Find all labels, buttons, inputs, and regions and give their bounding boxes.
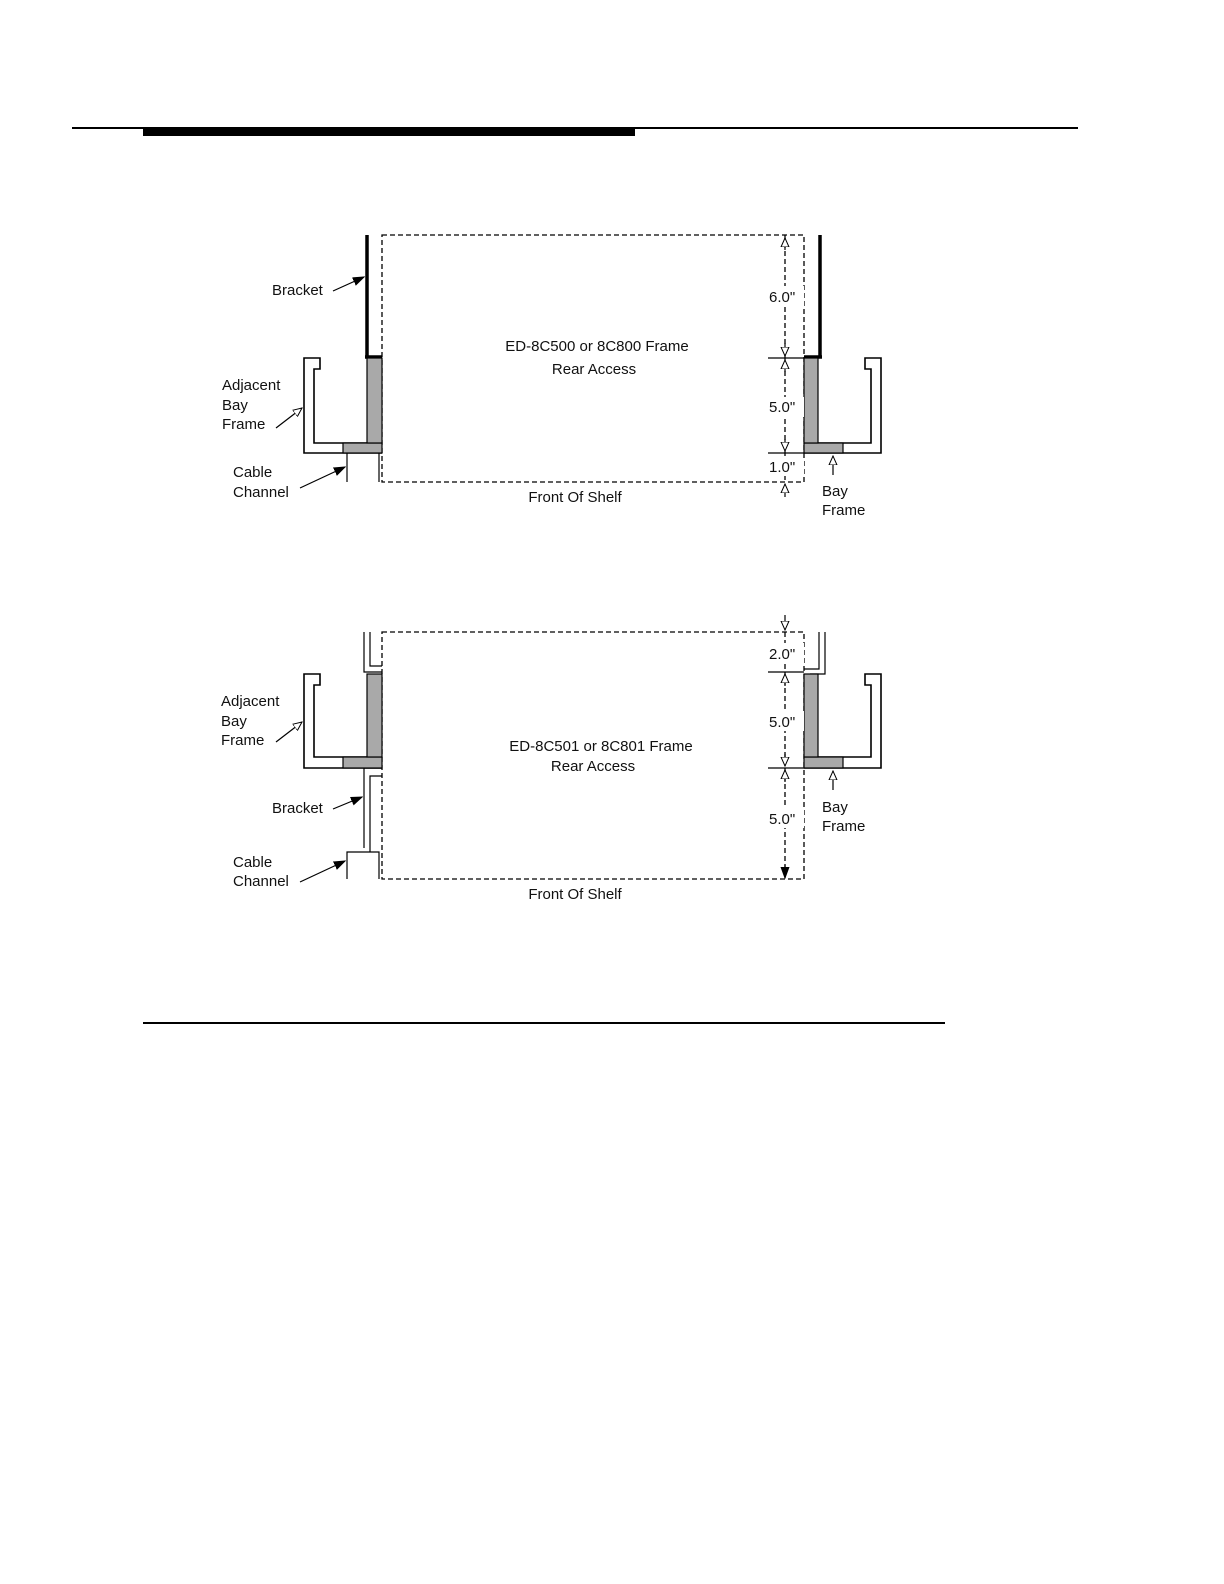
- top-frame-subtitle: Rear Access: [552, 361, 636, 378]
- bottom-bracket-arrow: [333, 797, 362, 809]
- bottom-bracket-label: Bracket: [272, 800, 324, 817]
- bottom-adjacent-arrow: [276, 722, 302, 742]
- top-adjacent-label-3: Frame: [222, 416, 265, 433]
- bottom-bay-label-2: Frame: [822, 818, 865, 835]
- top-frame-title: ED-8C500 or 8C800 Frame: [505, 338, 688, 355]
- bottom-adjacent-label-2: Bay: [221, 713, 247, 730]
- bottom-cable-label-1: Cable: [233, 854, 272, 871]
- bottom-cable-label-2: Channel: [233, 873, 289, 890]
- bottom-adjacent-label-1: Adjacent: [221, 693, 280, 710]
- bottom-adjacent-label-3: Frame: [221, 732, 264, 749]
- bottom-frame-outline: [382, 632, 804, 879]
- top-bracket-label: Bracket: [272, 282, 324, 299]
- bottom-front-of-shelf: Front Of Shelf: [528, 886, 622, 903]
- top-frame-outline: [382, 235, 804, 482]
- top-cable-arrow: [300, 467, 345, 488]
- bottom-cable-arrow: [300, 861, 345, 882]
- top-dimension-lines: [768, 235, 804, 497]
- bottom-right-bracket: [804, 632, 819, 669]
- bottom-left-bracket: [364, 768, 382, 848]
- top-cable-label-1: Cable: [233, 464, 272, 481]
- diagram-bottom: 2.0" 5.0" 5.0" ED-8C501 or 8C801 Frame R…: [221, 615, 881, 903]
- top-dim-1in: 1.0": [769, 459, 795, 476]
- top-bay-label-1: Bay: [822, 483, 848, 500]
- top-bay-label-2: Frame: [822, 502, 865, 519]
- diagram-top: 6.0" 5.0" 1.0" ED-8C500 or 8C800 Frame R…: [222, 235, 881, 519]
- top-adjacent-label-2: Bay: [222, 397, 248, 414]
- bottom-frame-subtitle: Rear Access: [551, 758, 635, 775]
- bottom-bay-label-1: Bay: [822, 799, 848, 816]
- top-cable-label-2: Channel: [233, 484, 289, 501]
- top-dim-6in: 6.0": [769, 289, 795, 306]
- bottom-dim-5in-a: 5.0": [769, 714, 795, 731]
- bottom-dim-2in: 2.0": [769, 646, 795, 663]
- top-front-of-shelf: Front Of Shelf: [528, 489, 622, 506]
- bottom-dim-5in-b: 5.0": [769, 811, 795, 828]
- bottom-cable-channel: [347, 852, 379, 879]
- top-bracket-arrow: [333, 277, 364, 291]
- top-adjacent-arrow: [276, 408, 302, 428]
- bottom-frame-title: ED-8C501 or 8C801 Frame: [509, 738, 692, 755]
- top-adjacent-label-1: Adjacent: [222, 377, 281, 394]
- top-dim-5in: 5.0": [769, 399, 795, 416]
